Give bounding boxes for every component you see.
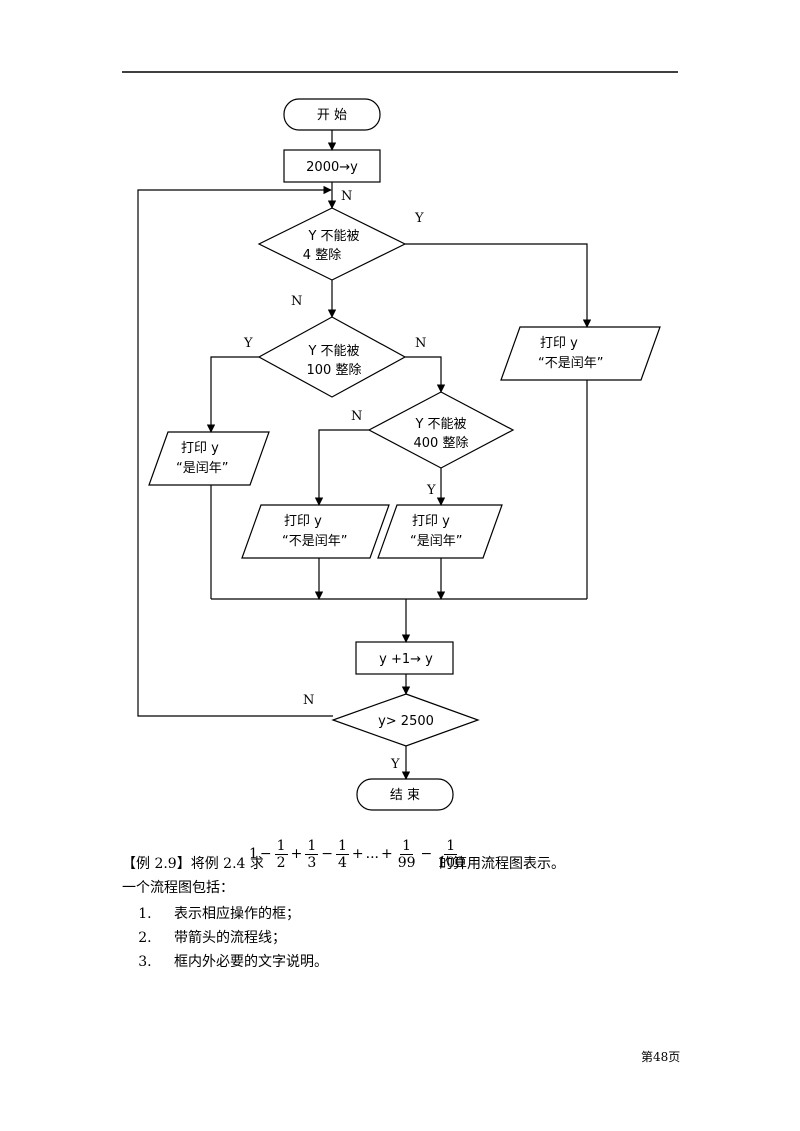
print-leap-left [148, 431, 270, 486]
print-right-line1: 打印 y [540, 336, 578, 351]
label-y-cond2: Y [243, 336, 253, 351]
start-label: 开 始 [317, 108, 347, 123]
formula-plus: + [351, 846, 364, 862]
component-list: 表示相应操作的框； 带箭头的流程线； 框内外必要的文字说明。 [122, 902, 722, 974]
init-label: 2000→y [306, 160, 358, 175]
cond1-line1: Y 不能被 [307, 229, 359, 244]
flow-line [405, 356, 446, 393]
flow-line [405, 243, 592, 328]
cond1-line2: 4 整除 [303, 248, 341, 263]
label-n-cond2: N [415, 336, 426, 351]
label-n-cond1: N [291, 294, 302, 309]
label-y-end: Y [390, 757, 400, 772]
loop-back-line [137, 185, 333, 717]
condition-div100 [257, 316, 407, 398]
example-prefix: 【例 2.9】将例 2.4 求 [122, 856, 264, 872]
formula-minus: − [420, 846, 433, 862]
formula-minus: − [259, 846, 272, 862]
list-item: 表示相应操作的框； [156, 902, 722, 926]
cond2-line1: Y 不能被 [307, 344, 359, 359]
label-y-cond3: Y [426, 483, 436, 498]
formula-plus: + [380, 846, 393, 862]
page-number: 第48页 [641, 1050, 681, 1064]
print-mid2-line2: “是闰年” [410, 534, 462, 549]
condition-div4 [257, 207, 407, 281]
cond3-line2: 400 整除 [414, 436, 469, 451]
list-item: 带箭头的流程线； [156, 926, 722, 950]
cond-end-label: y> 2500 [378, 714, 434, 729]
print-mid2-line1: 打印 y [412, 514, 450, 529]
end-terminal [356, 778, 454, 811]
end-label: 结 束 [390, 788, 420, 803]
label-n-cond3: N [351, 409, 362, 424]
label-y-cond1: Y [414, 211, 424, 226]
increment-label: y +1→ y [379, 652, 433, 667]
formula-plus: + [290, 846, 303, 862]
flow-line [314, 429, 369, 506]
print-mid1-line2: “不是闰年” [282, 534, 347, 549]
intro-text: 一个流程图包括： [122, 880, 234, 896]
formula-lead: 1 [249, 846, 258, 862]
print-leap-middle [377, 504, 503, 559]
formula-minus: − [321, 846, 333, 862]
example-suffix: 的算用流程图表示。 [439, 856, 565, 872]
formula-ellipsis: ... [365, 846, 379, 862]
flow-line [206, 356, 259, 433]
print-left-line1: 打印 y [181, 441, 219, 456]
print-mid1-line1: 打印 y [284, 514, 322, 529]
cond2-line2: 100 整除 [307, 363, 362, 378]
print-left-line2: “是闰年” [176, 461, 228, 476]
list-item: 框内外必要的文字说明。 [156, 950, 722, 974]
print-right-line2: “不是闰年” [538, 356, 603, 371]
label-n-top: N [341, 189, 352, 204]
flowchart-diagram: 开 始 2000→y Y 不能被 4 整除 Y 不能被 100 整除 Y 不能被… [122, 71, 678, 811]
label-n-end: N [303, 693, 314, 708]
print-not-leap-middle [241, 504, 390, 559]
cond3-line1: Y 不能被 [414, 417, 466, 432]
increment-box [355, 641, 454, 675]
print-not-leap-right [500, 326, 661, 381]
